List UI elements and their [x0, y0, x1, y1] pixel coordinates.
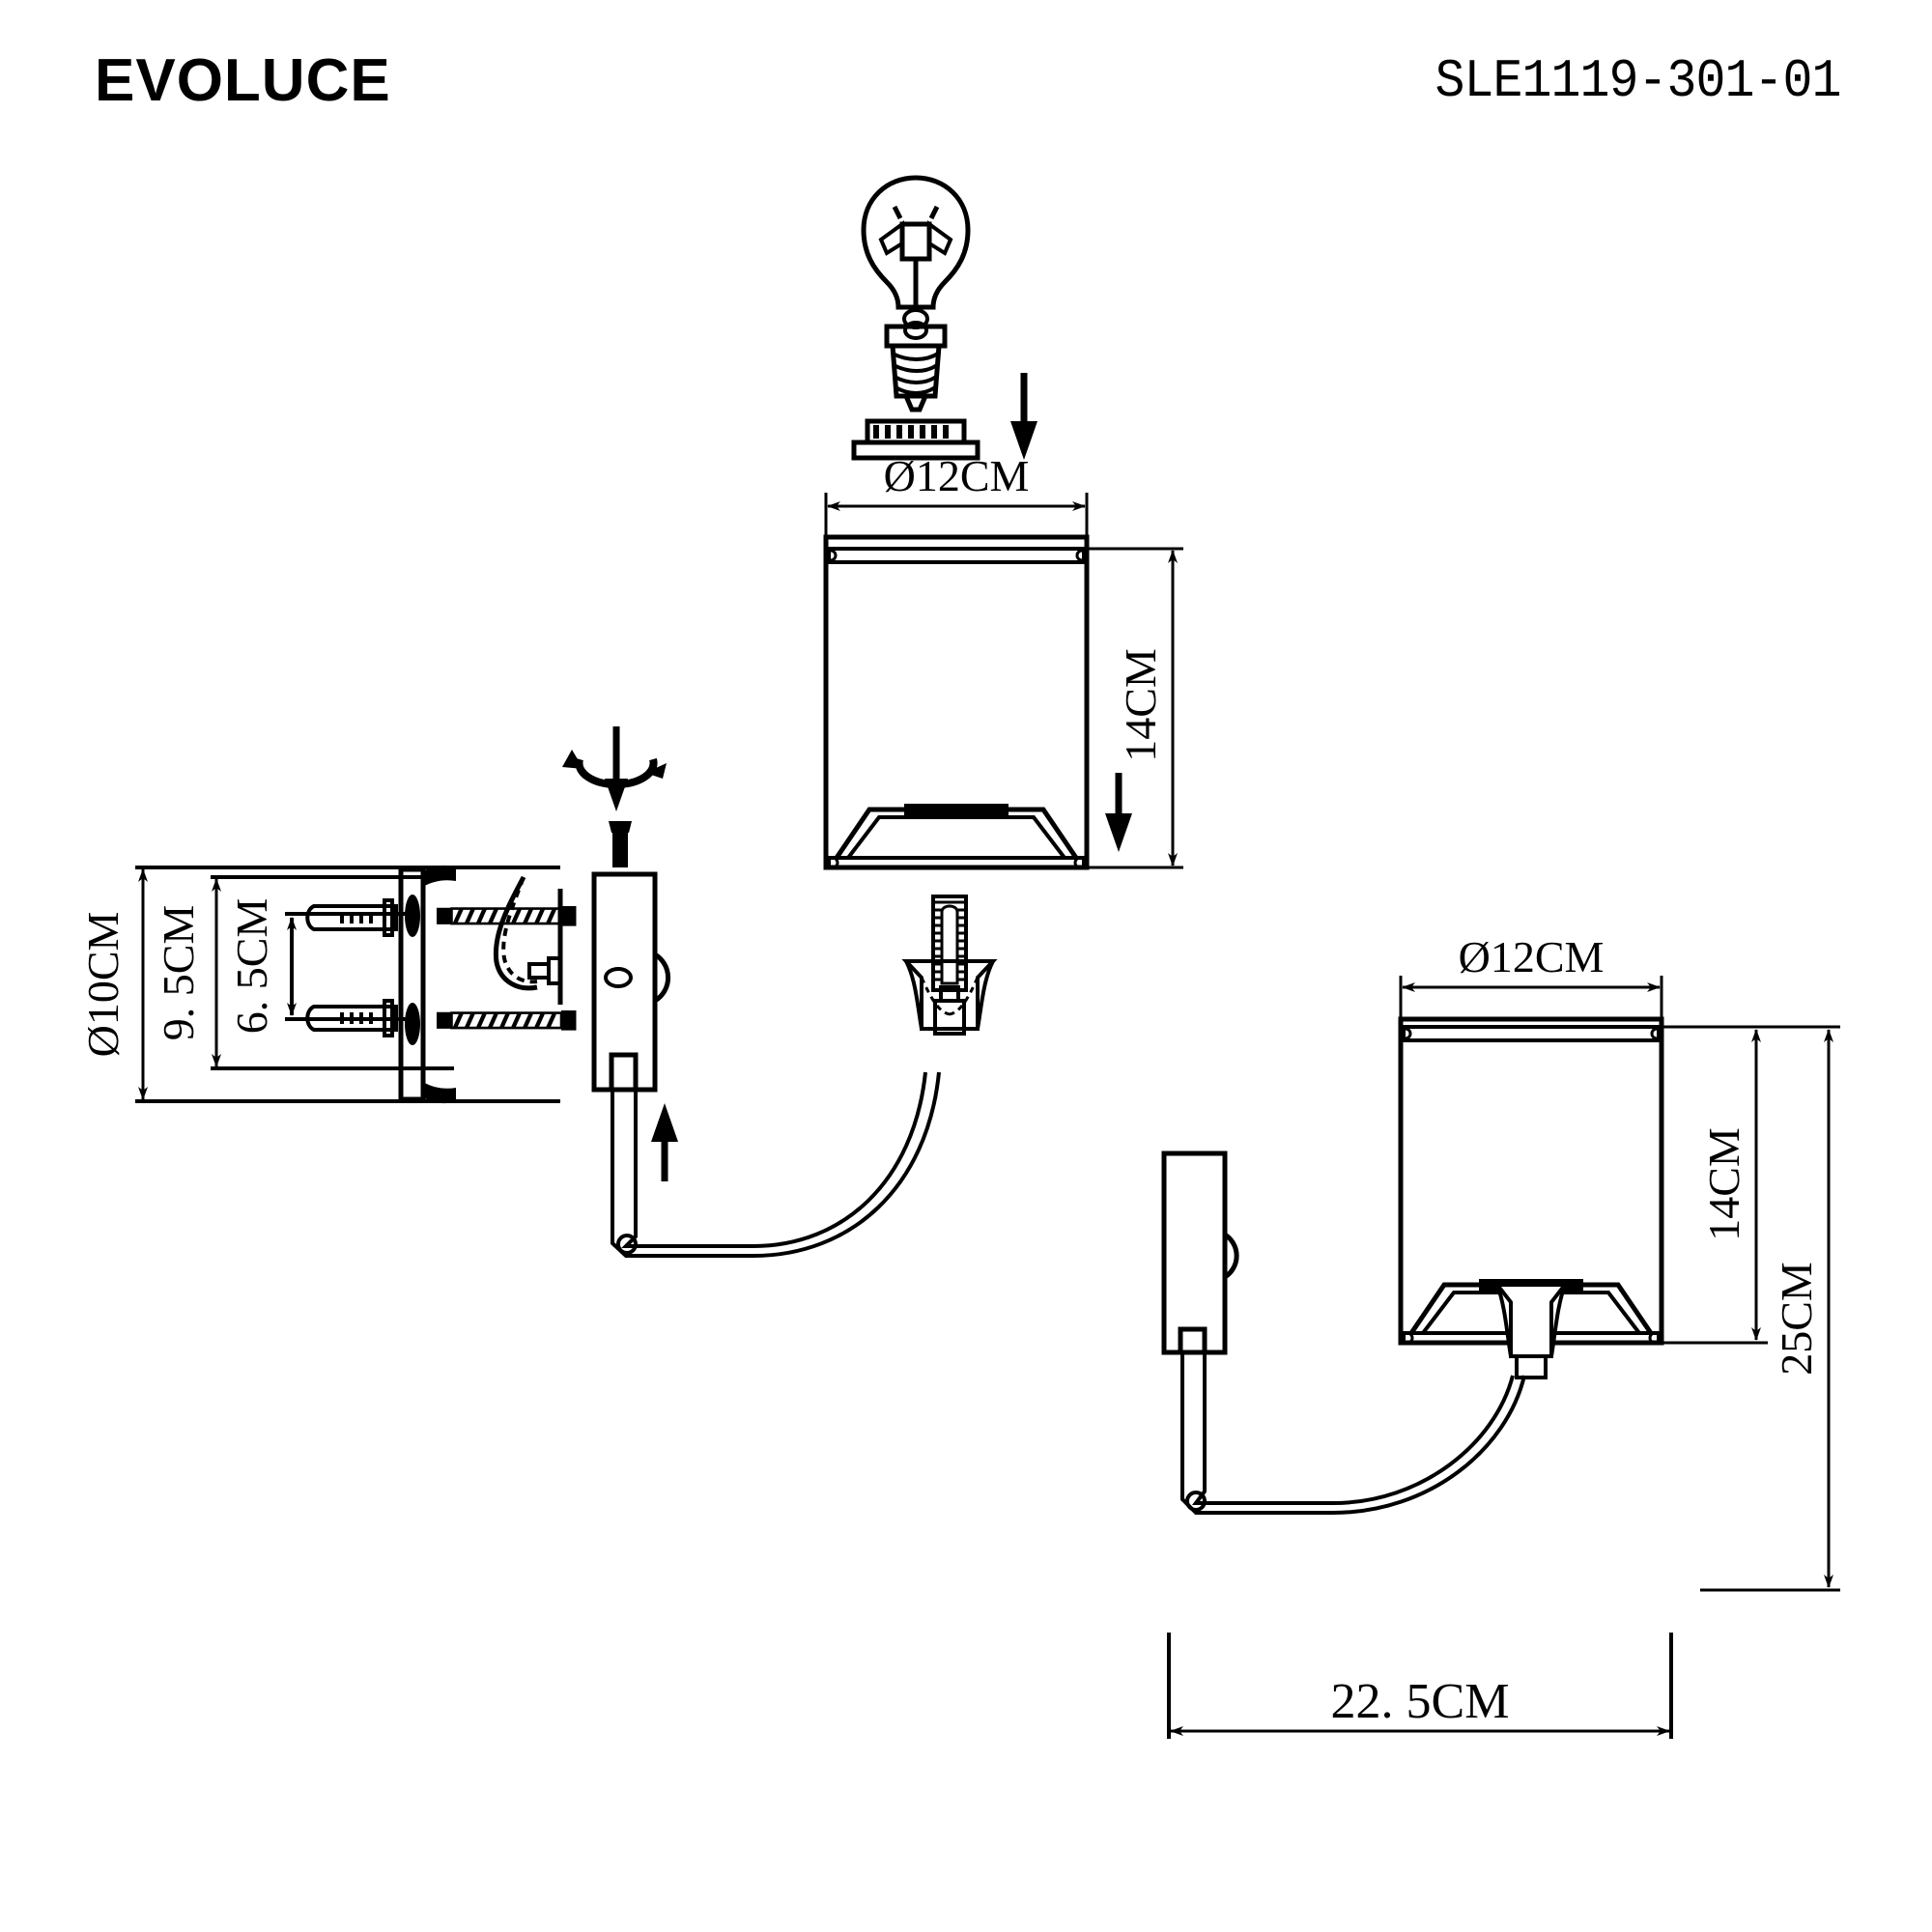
dimension-label-bracket-mid: 9. 5CM — [154, 905, 203, 1041]
dimension-shade-diameter-top: Ø12CM — [824, 451, 1089, 562]
dimension-total-projection: 22. 5CM — [1167, 1633, 1673, 1739]
dimension-shade-height-right: 14CM — [1662, 1025, 1768, 1345]
dimension-label-total-height-right: 25CM — [1772, 1262, 1821, 1376]
bracket-plate — [398, 865, 456, 1104]
wall-plug-icon — [305, 999, 398, 1037]
wall-plate — [1161, 1151, 1239, 1355]
dimension-label-shade-diameter-top: Ø12CM — [884, 451, 1030, 500]
arrow-up-icon — [651, 1103, 678, 1181]
lamp-holder — [1492, 1283, 1570, 1379]
lamp-socket-icon — [851, 418, 980, 461]
dimension-bracket-mid: 9. 5CM — [154, 875, 454, 1070]
screw-icon — [437, 1010, 576, 1031]
screwdriver-icon — [493, 875, 563, 1005]
dimension-label-bracket-outer: Ø10CM — [78, 912, 128, 1058]
rotate-symbol-icon — [562, 726, 667, 867]
arrow-down-icon — [1105, 773, 1132, 852]
brand-logo: EVOLUCE — [95, 47, 391, 114]
dimension-bracket-inner: 6. 5CM — [227, 898, 406, 1035]
wall-plug-icon — [305, 898, 398, 937]
product-code: SLE1119-301-01 — [1435, 50, 1841, 112]
dimension-total-height-right: 25CM — [1700, 1025, 1840, 1592]
dimension-bracket-outer: Ø10CM — [78, 866, 560, 1103]
dimension-shade-diameter-right: Ø12CM — [1399, 932, 1663, 1038]
curved-lamp-arm-exploded — [562, 726, 998, 1258]
wall-mount-bracket-assembly: Ø10CM 9. 5CM 6. 5CM — [78, 865, 576, 1104]
wall-plate — [591, 871, 671, 1093]
dimension-label-shade-diameter-right: Ø12CM — [1459, 932, 1605, 981]
lamp-holder — [901, 895, 998, 1036]
arrow-down-icon — [1010, 373, 1037, 460]
light-bulb-icon — [861, 175, 971, 412]
dimension-label-bracket-inner: 6. 5CM — [227, 898, 276, 1035]
cylindrical-lampshade-exploded: Ø12CM 14CM — [823, 451, 1183, 870]
dimension-shade-height-top: 14CM — [1087, 547, 1183, 869]
dimension-label-shade-height-top: 14CM — [1116, 648, 1165, 762]
dimension-label-shade-height-right: 14CM — [1699, 1127, 1748, 1241]
assembled-wall-sconce: Ø12CM — [1161, 932, 1840, 1739]
dimension-label-total-projection: 22. 5CM — [1331, 1674, 1510, 1729]
